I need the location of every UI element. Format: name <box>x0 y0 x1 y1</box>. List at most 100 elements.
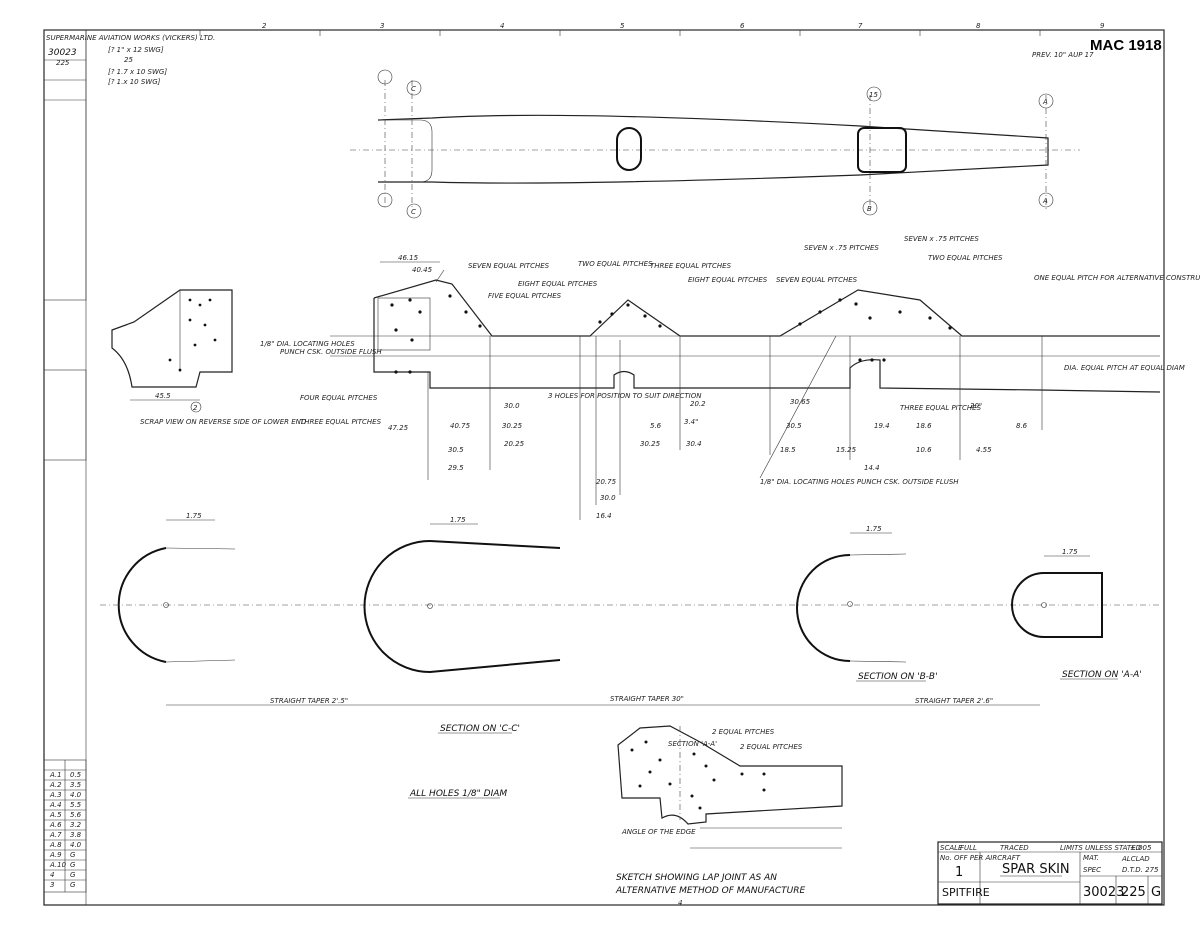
station-15: 15 <box>869 91 878 99</box>
station-c-top: C <box>411 85 416 93</box>
station-a-top: A <box>1042 98 1048 106</box>
spec-value: D.T.D. 275 <box>1122 866 1159 874</box>
elev-dim: 5.6 <box>650 422 662 430</box>
qty-value: 1 <box>955 865 963 880</box>
left-company: SUPERMARINE AVIATION WORKS (VICKERS) LTD… <box>46 34 215 42</box>
material-label: MAT. <box>1083 854 1099 862</box>
left-strip: SUPERMARINE AVIATION WORKS (VICKERS) LTD… <box>43 29 215 461</box>
scrap-view: 45.5 2 SCRAP VIEW ON REVERSE SIDE OF LOW… <box>111 289 307 426</box>
left-drawing-no: 30023 <box>48 48 77 58</box>
rev-issue: A.3 <box>49 791 62 799</box>
elev-dim: 40.45 <box>412 266 433 274</box>
callout: EIGHT EQUAL PITCHES <box>518 280 598 288</box>
callout: SEVEN EQUAL PITCHES <box>776 276 858 284</box>
taper-note: STRAIGHT TAPER 2'.6" <box>915 697 993 705</box>
revision-table: A.1 0.5 A.2 3.5 A.3 4.0 A.4 5.5 A.5 5.6 … <box>43 759 87 893</box>
elev-dim: 20.2 <box>690 400 706 408</box>
elev-dim: 30.4 <box>686 440 702 448</box>
callout: 1/8" DIA. LOCATING HOLES PUNCH CSK. OUTS… <box>760 478 959 486</box>
elev-dim: 20.75 <box>596 478 617 486</box>
sketch-note-2: ALTERNATIVE METHOD OF MANUFACTURE <box>615 886 805 896</box>
rev-ref: 3.8 <box>70 831 82 839</box>
limits-label: LIMITS UNLESS STATED <box>1060 844 1142 852</box>
rev-ref: 3.5 <box>70 781 82 789</box>
callout: THREE EQUAL PITCHES <box>900 404 982 412</box>
aircraft-type: SPITFIRE <box>942 886 990 899</box>
aa-dim: 1.75 <box>1062 548 1078 556</box>
callout: SEVEN EQUAL PITCHES <box>468 262 550 270</box>
material-value: ALCLAD <box>1121 855 1150 863</box>
callout: SEVEN x .75 PITCHES <box>904 235 979 243</box>
rev-issue: A.9 <box>49 851 62 859</box>
col-marker: 8 <box>976 22 981 30</box>
elev-dim: 14.4 <box>864 464 880 472</box>
rev-ref: 5.6 <box>70 811 82 819</box>
col-marker: 2 <box>262 22 267 30</box>
rev-ref: 5.5 <box>70 801 82 809</box>
col-marker: 7 <box>858 22 863 30</box>
section-aa: 1.75 SECTION ON 'A-A' <box>1011 548 1142 680</box>
callout: 1/8" DIA. LOCATING HOLES <box>260 340 355 348</box>
column-markers-top: 2 3 4 5 6 7 8 9 <box>199 22 1105 36</box>
elev-dim: 18.6 <box>916 422 932 430</box>
col-marker: 6 <box>740 22 745 30</box>
elev-dim: 20.25 <box>504 440 525 448</box>
callout: ONE EQUAL PITCH FOR ALTERNATIVE CONSTRUC… <box>1034 274 1200 282</box>
elev-dim: 4.55 <box>976 446 992 454</box>
elev-dim: 40.75 <box>450 422 471 430</box>
elev-dim: 29.5 <box>448 464 464 472</box>
callout: TWO EQUAL PITCHES <box>578 260 653 268</box>
scrap-dim: 45.5 <box>155 392 171 400</box>
spec-label: SPEC <box>1083 866 1101 874</box>
sketch-callout: 2 EQUAL PITCHES <box>712 728 775 736</box>
section-aa-title: SECTION ON 'A-A' <box>1062 670 1142 680</box>
elev-dim: 16.4 <box>596 512 612 520</box>
top-left-note: [? 1.7 x 10 SWG] <box>108 68 167 76</box>
sheet-border <box>43 29 1165 906</box>
elev-dim: 46.15 <box>398 254 419 262</box>
callout: FIVE EQUAL PITCHES <box>488 292 562 300</box>
elev-dim: 20" <box>970 402 982 410</box>
top-left-note: [? 1.x 10 SWG] <box>108 78 161 86</box>
callout: DIA. EQUAL PITCH AT EQUAL DIAM <box>1064 364 1185 372</box>
sketch-note-1: SKETCH SHOWING LAP JOINT AS AN <box>616 873 777 883</box>
top-left-note: [? 1" x 12 SWG] <box>108 46 164 54</box>
elev-dim: 30.5 <box>786 422 802 430</box>
sketch-ref: 4 <box>678 899 682 907</box>
station-b-bottom: B <box>867 205 872 213</box>
elev-dim: 19.4 <box>874 422 890 430</box>
sheet-number: 225 <box>1121 885 1146 900</box>
lap-joint-sketch: SECTION 'A-A' 2 EQUAL PITCHES 2 EQUAL PI… <box>615 725 843 907</box>
qty-label: No. OFF PER AIRCRAFT <box>940 854 1021 862</box>
rev-issue: A.2 <box>49 781 62 789</box>
cc-dim: 1.75 <box>186 512 202 520</box>
col-marker: 3 <box>380 22 384 30</box>
section-bb-title: SECTION ON 'B-B' <box>858 672 938 682</box>
station-c-bottom: C <box>411 208 416 216</box>
taper-note: STRAIGHT TAPER 30" <box>610 695 684 703</box>
elev-dim: 10.6 <box>916 446 932 454</box>
scrap-ref: 2 <box>193 404 198 412</box>
rev-issue: A.10 <box>49 861 67 869</box>
rev-issue: A.7 <box>49 831 62 839</box>
rev-issue: 4 <box>50 871 54 879</box>
sketch-callout: ANGLE OF THE EDGE <box>621 828 696 836</box>
col-marker: 9 <box>1100 22 1105 30</box>
scrap-view-title: SCRAP VIEW ON REVERSE SIDE OF LOWER END <box>140 418 307 426</box>
title-block: SCALE FULL TRACED LIMITS UNLESS STATED ±… <box>937 841 1163 905</box>
drawing-number: 30023 <box>1083 885 1124 900</box>
rev-issue: A.8 <box>49 841 62 849</box>
rev-ref: G <box>70 871 76 879</box>
cc-dim: 1.75 <box>450 516 466 524</box>
elev-dim: 8.6 <box>1016 422 1028 430</box>
all-holes-note: ALL HOLES 1/8" DIAM <box>409 789 507 799</box>
sketch-callout: 2 EQUAL PITCHES <box>740 743 803 751</box>
callout: THREE EQUAL PITCHES <box>650 262 732 270</box>
elev-dim: 30.0 <box>504 402 520 410</box>
issue-letter: G <box>1151 885 1161 900</box>
elevation-view: 46.15 40.45 47.25 40.75 30.0 30.25 20.25… <box>330 254 1161 520</box>
bb-dim: 1.75 <box>866 525 882 533</box>
elev-dim: 30.25 <box>502 422 523 430</box>
callout: TWO EQUAL PITCHES <box>928 254 1003 262</box>
